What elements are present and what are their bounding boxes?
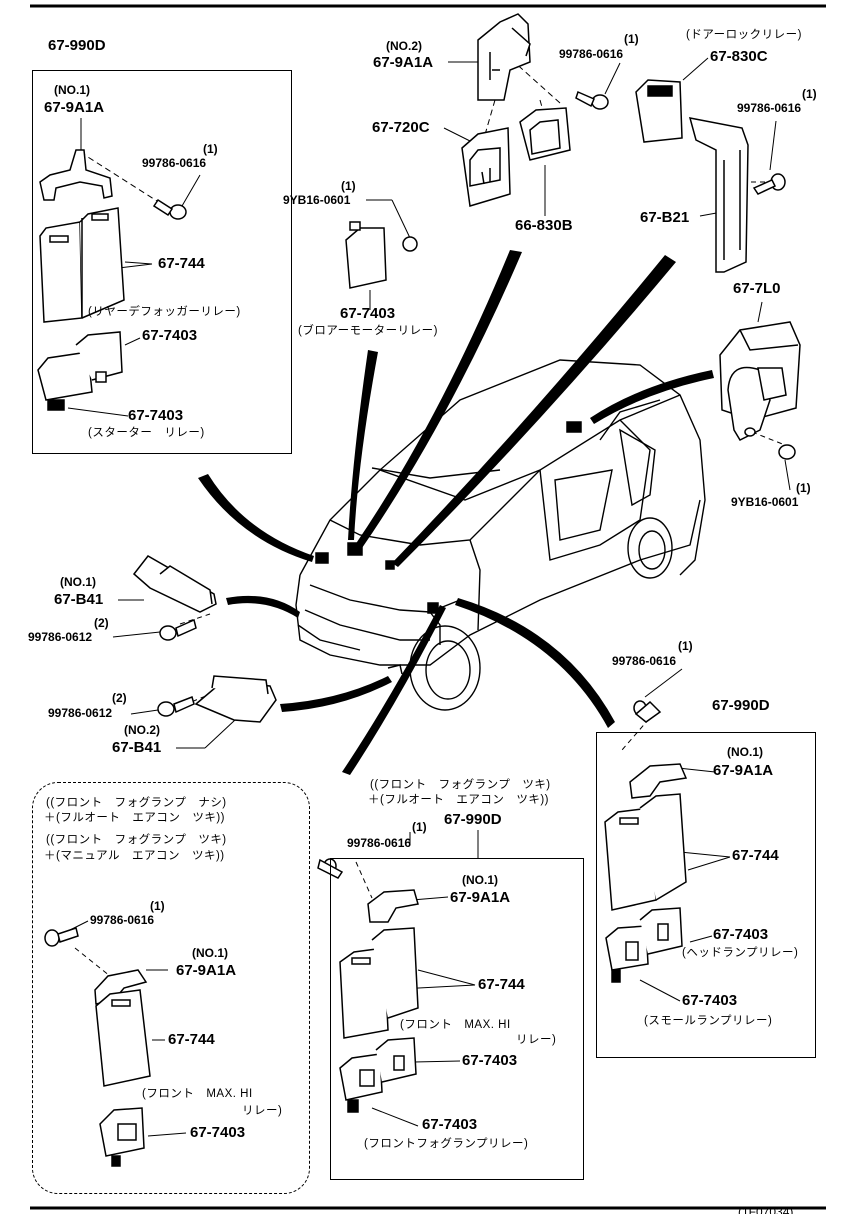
- bolt-quantity-label: (1): [203, 142, 218, 156]
- part-number-label: 67-7403: [422, 1116, 478, 1133]
- bolt-quantity-label: (2): [112, 691, 127, 705]
- part-number-label: 66-830B: [515, 217, 573, 234]
- part-number-label: 67-830C: [710, 48, 768, 65]
- bolt-quantity-label: (1): [796, 481, 811, 495]
- part-description: (フロントフォグランプリレー): [364, 1138, 529, 1150]
- part-description: リレー): [242, 1105, 283, 1117]
- part-number-label: 67-B41: [54, 591, 104, 608]
- part-number-label: 67-9A1A: [176, 962, 237, 979]
- leader-curves: [198, 250, 714, 775]
- part-description: (スターター リレー): [88, 427, 205, 439]
- part-description: (フロント MAX. HI: [400, 1019, 511, 1031]
- part-number-label: 67-720C: [372, 119, 430, 136]
- condition-text: ＋(マニュアル エアコン ツキ)): [44, 850, 225, 862]
- part-number-label: 67-744: [158, 255, 205, 272]
- part-description: (リヤーデフォッガーリレー): [88, 306, 241, 318]
- bolt-part-label: 99786-0612: [48, 706, 113, 720]
- bolt-part-label: 99786-0616: [347, 836, 412, 850]
- group-box-rear-left: [32, 70, 292, 454]
- group-header: 67-990D: [48, 37, 106, 54]
- bracket-position-label: (NO.1): [192, 946, 228, 960]
- group-header: 67-990D: [712, 697, 770, 714]
- group-header: 67-990D: [444, 811, 502, 828]
- condition-text: ＋(フルオート エアコン ツキ)): [44, 812, 225, 824]
- bolt-quantity-label: (1): [624, 32, 639, 46]
- bracket-position-label: (NO.2): [124, 723, 160, 737]
- part-number-label: 67-9A1A: [373, 54, 434, 71]
- group-box-center-bottom: [330, 858, 584, 1180]
- part-number-label: 67-B21: [640, 209, 690, 226]
- condition-text: ((フロント フォグランプ ナシ): [46, 797, 227, 809]
- part-number-label: 67-9A1A: [713, 762, 774, 779]
- condition-text: ((フロント フォグランプ ツキ): [46, 834, 227, 846]
- bolt-part-label: 99786-0616: [737, 101, 802, 115]
- bracket-position-label: (NO.1): [462, 873, 498, 887]
- part-number-label: 67-744: [168, 1031, 215, 1048]
- bolt-quantity-label: (1): [678, 639, 693, 653]
- bolt-part-label: 99786-0612: [28, 630, 93, 644]
- bolt-quantity-label: (1): [412, 820, 427, 834]
- part-description: (ヘッドランプリレー): [682, 947, 799, 959]
- bolt-quantity-label: (1): [802, 87, 817, 101]
- group-box-left-bottom: [32, 782, 310, 1194]
- part-number-label: 67-7403: [128, 407, 184, 424]
- part-number-label: 67-7403: [340, 305, 396, 322]
- bolt-quantity-label: (1): [341, 179, 356, 193]
- bracket-position-label: (NO.1): [60, 575, 96, 589]
- bolt-part-label: 9YB16-0601: [731, 495, 799, 509]
- part-number-label: 67-B41: [112, 739, 162, 756]
- part-number-label: 67-7L0: [733, 280, 781, 297]
- diagram-code: (1F07034): [738, 1205, 794, 1214]
- part-description: (スモールランプリレー): [644, 1015, 773, 1027]
- part-number-label: 67-7403: [682, 992, 738, 1009]
- part-number-label: 67-9A1A: [44, 99, 105, 116]
- vehicle-outline: [295, 359, 706, 711]
- bolt-part-label: 99786-0616: [142, 156, 207, 170]
- bracket-position-label: (NO.1): [54, 83, 90, 97]
- bolt-part-label: 99786-0616: [559, 47, 624, 61]
- part-number-label: 67-744: [732, 847, 779, 864]
- part-number-label: 67-7403: [142, 327, 198, 344]
- bolt-part-label: 9YB16-0601: [283, 193, 351, 207]
- part-description: (ドアーロックリレー): [686, 29, 802, 41]
- bracket-position-label: (NO.1): [727, 745, 763, 759]
- part-number-label: 67-7403: [713, 926, 769, 943]
- bolt-quantity-label: (2): [94, 616, 109, 630]
- condition-text: ((フロント フォグランプ ツキ): [370, 779, 551, 791]
- part-number-label: 67-7403: [190, 1124, 246, 1141]
- part-number-label: 67-744: [478, 976, 525, 993]
- part-number-label: 67-7403: [462, 1052, 518, 1069]
- part-description: リレー): [516, 1034, 557, 1046]
- group-box-right-bottom: [596, 732, 816, 1058]
- part-number-label: 67-9A1A: [450, 889, 511, 906]
- bolt-quantity-label: (1): [150, 899, 165, 913]
- part-shapes: [37, 13, 801, 1167]
- part-description: (ブロアーモーターリレー): [298, 325, 438, 337]
- bolt-part-label: 99786-0616: [90, 913, 155, 927]
- bracket-position-label: (NO.2): [386, 39, 422, 53]
- bolt-part-label: 99786-0616: [612, 654, 677, 668]
- condition-text: ＋(フルオート エアコン ツキ)): [368, 794, 549, 806]
- part-description: (フロント MAX. HI: [142, 1088, 253, 1100]
